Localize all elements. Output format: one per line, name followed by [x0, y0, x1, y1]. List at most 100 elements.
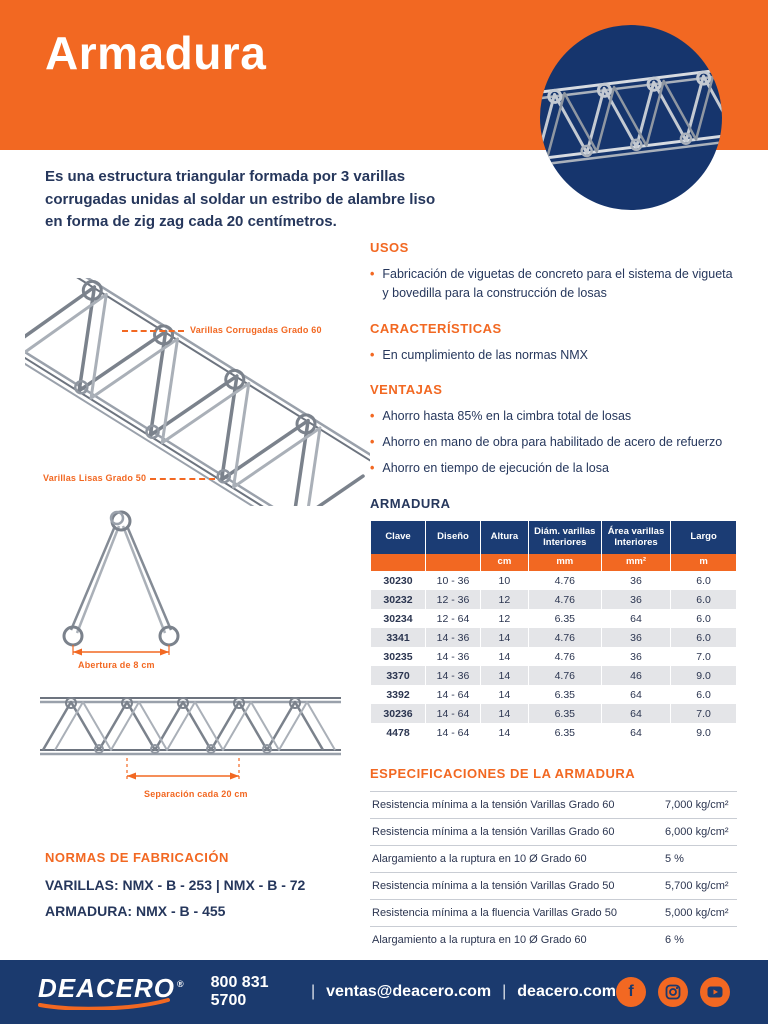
label-varillas-corrugadas: Varillas Corrugadas Grado 60 — [190, 325, 322, 335]
brand-name: DEACERO® — [38, 972, 185, 1003]
cell: 12 - 64 — [436, 612, 470, 625]
ventajas-item-text: Ahorro hasta 85% en la cimbra total de l… — [382, 409, 632, 424]
ventajas-item-text: Ahorro en mano de obra para habilitado d… — [382, 435, 723, 449]
spec-row: Resistencia mínima a la fluencia Varilla… — [370, 899, 737, 926]
cell: 14 — [498, 650, 511, 663]
cell: 4.76 — [528, 666, 601, 686]
cell: 9.0 — [696, 726, 711, 739]
cell: 4.76 — [554, 650, 576, 663]
spec-label: Resistencia mínima a la tensión Varillas… — [372, 880, 615, 893]
cell: 10 - 36 — [436, 574, 470, 587]
cell-clave: 4478 — [386, 726, 410, 739]
hero-truss-illustration — [540, 66, 722, 167]
spec-row: Alargamiento a la ruptura en 10 Ø Grado … — [370, 926, 737, 953]
label-separacion: Separación cada 20 cm — [144, 789, 248, 799]
col-header: Altura — [481, 520, 528, 555]
table-units-row: cm mm mm² m — [371, 554, 736, 572]
spec-value: 6,000 kg/cm² — [665, 826, 729, 839]
cell: 14 — [481, 666, 528, 686]
cell: 4.76 — [528, 628, 601, 648]
usos-item: • Fabricación de viguetas de concreto pa… — [370, 265, 737, 303]
spec-label: Alargamiento a la ruptura en 10 Ø Grado … — [372, 934, 587, 947]
especificaciones-title: ESPECIFICACIONES DE LA ARMADURA — [370, 766, 636, 782]
side-elevation-drawing — [40, 697, 341, 780]
cell-clave: 3370 — [371, 666, 425, 686]
unit-cell: cm — [481, 554, 528, 572]
spec-row: Resistencia mínima a la tensión Varillas… — [370, 818, 737, 845]
cell: 14 - 36 — [426, 666, 480, 686]
usos-title: USOS — [370, 240, 409, 255]
normas-title: NORMAS DE FABRICACIÓN — [45, 850, 229, 865]
contact-info: 800 831 5700 | ventas@deacero.com | deac… — [211, 974, 616, 1010]
unit-cell: mm² — [601, 554, 671, 572]
caracteristicas-item: • En cumplimiento de las normas NMX — [370, 346, 737, 365]
spec-label: Alargamiento a la ruptura en 10 Ø Grado … — [372, 853, 587, 866]
cell: 4.76 — [528, 590, 601, 610]
table-row: 30234 12 - 64 12 6.35 64 6.0 — [371, 609, 736, 628]
cell-clave: 3341 — [371, 628, 425, 648]
armadura-table: Clave Diseño Altura Diám. varillas Inter… — [370, 520, 737, 743]
cell: 36 — [601, 628, 671, 648]
cell: 6.35 — [554, 726, 576, 739]
table-row: 30236 14 - 64 14 6.35 64 7.0 — [371, 704, 736, 724]
cell: 64 — [630, 612, 642, 625]
armadura-table-title: ARMADURA — [370, 495, 451, 511]
facebook-icon[interactable]: f — [616, 977, 646, 1007]
cell: 6.0 — [671, 628, 736, 648]
youtube-icon[interactable] — [700, 977, 730, 1007]
separator: | — [310, 983, 316, 1000]
product-description: Es una estructura triangular formada por… — [45, 168, 436, 230]
table-row: 3370 14 - 36 14 4.76 46 9.0 — [371, 666, 736, 686]
cell: 6.0 — [671, 590, 736, 610]
cell: 14 — [498, 726, 511, 739]
cell: 7.0 — [696, 650, 711, 663]
bullet-icon: • — [370, 409, 375, 424]
cell: 6.35 — [528, 704, 601, 724]
instagram-icon[interactable] — [658, 977, 688, 1007]
caracteristicas-item-text: En cumplimiento de las normas NMX — [382, 347, 589, 362]
section-especificaciones: ESPECIFICACIONES DE LA ARMADURA Resisten… — [370, 766, 737, 953]
registered-mark: ® — [177, 978, 185, 989]
cell-clave: 3392 — [386, 688, 410, 701]
ventajas-item: • Ahorro en tiempo de ejecución de la lo… — [370, 459, 737, 478]
separator: | — [502, 983, 507, 1000]
spec-value: 7,000 kg/cm² — [665, 799, 729, 812]
table-row: 30230 10 - 36 10 4.76 36 6.0 — [371, 571, 736, 590]
spec-label: Resistencia mínima a la tensión Varillas… — [372, 799, 615, 812]
unit-cell: m — [671, 554, 736, 572]
unit-cell: mm — [528, 554, 601, 572]
cell-clave: 30236 — [371, 704, 425, 724]
spec-row: Alargamiento a la ruptura en 10 Ø Grado … — [370, 845, 737, 872]
page-title: Armadura — [45, 27, 267, 79]
section-armadura-table: ARMADURA Clave Diseño Altura Diám. varil… — [370, 496, 737, 743]
cell: 14 - 36 — [436, 650, 470, 663]
caracteristicas-title: CARACTERÍSTICAS — [370, 320, 502, 336]
unit-cell — [426, 554, 480, 572]
section-usos: USOS • Fabricación de viguetas de concre… — [370, 240, 737, 303]
website-link[interactable]: deacero.com — [517, 983, 616, 1000]
spec-value: 5,700 kg/cm² — [665, 880, 729, 893]
ventajas-item: • Ahorro en mano de obra para habilitado… — [370, 433, 737, 452]
col-header: Área varillas Interiores — [601, 520, 671, 555]
cell: 12 — [498, 612, 511, 625]
spec-value: 5,000 kg/cm² — [665, 907, 729, 920]
instagram-glyph — [665, 984, 681, 1000]
col-header: Clave — [371, 520, 425, 555]
truss-perspective-drawing — [25, 278, 370, 506]
bullet-icon: • — [370, 460, 375, 475]
spec-row: Resistencia mínima a la tensión Varillas… — [370, 791, 737, 818]
phone-number[interactable]: 800 831 5700 — [210, 974, 269, 1009]
table-row: 3341 14 - 36 14 4.76 36 6.0 — [371, 628, 736, 648]
spec-label: Resistencia mínima a la tensión Varillas… — [372, 826, 615, 839]
norma-varillas: VARILLAS: NMX - B - 253 | NMX - B - 72 — [45, 877, 306, 893]
spec-value: 6 % — [665, 934, 684, 947]
cell: 6.0 — [696, 688, 711, 701]
col-header: Diám. varillas Interiores — [528, 520, 601, 555]
cell: 14 — [498, 688, 511, 701]
ventajas-item: • Ahorro hasta 85% en la cimbra total de… — [370, 407, 737, 426]
social-links: f — [616, 977, 730, 1007]
email-link[interactable]: ventas@deacero.com — [326, 983, 492, 1000]
leader-line-corrugadas — [122, 330, 184, 332]
cell: 36 — [630, 574, 642, 587]
cell: 12 - 36 — [426, 590, 480, 610]
